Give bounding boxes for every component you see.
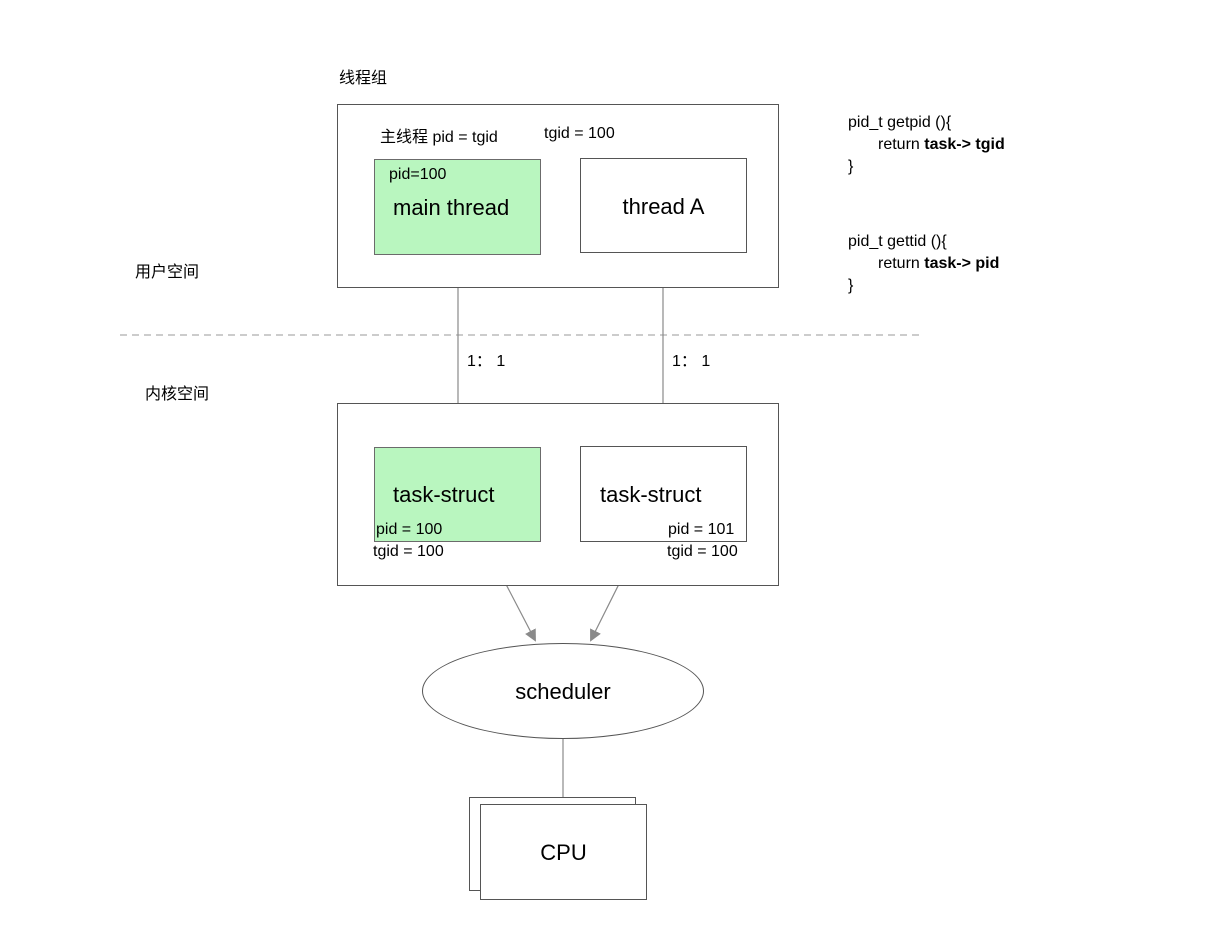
user-space-label: 用户空间 bbox=[135, 264, 200, 281]
thread-group-label: 线程组 bbox=[339, 70, 388, 87]
task-struct-left-box: task-struct pid = 100 bbox=[374, 447, 541, 542]
getpid-line-2: return task-> tgid bbox=[848, 134, 1005, 156]
getpid-return-value: task-> tgid bbox=[924, 136, 1005, 153]
cpu-title: CPU bbox=[540, 840, 587, 865]
task-struct-right-title: task-struct bbox=[600, 482, 702, 507]
getpid-return-keyword: return bbox=[878, 136, 925, 153]
task-struct-right-pid: pid = 101 bbox=[668, 521, 735, 538]
main-thread-pid: pid=100 bbox=[389, 166, 447, 183]
task-struct-left-title: task-struct bbox=[393, 482, 495, 507]
tgid-note: tgid = 100 bbox=[544, 125, 615, 142]
gettid-return-value: task-> pid bbox=[924, 255, 1000, 272]
task-struct-left-pid: pid = 100 bbox=[376, 521, 443, 538]
getpid-line-3: } bbox=[848, 158, 854, 175]
cpu-front-box: CPU bbox=[480, 804, 647, 900]
left-mapping-ratio: 1： 1 bbox=[467, 353, 506, 370]
gettid-line-1: pid_t gettid (){ bbox=[848, 233, 947, 250]
main-thread-title: main thread bbox=[393, 195, 510, 220]
main-thread-box: pid=100 main thread bbox=[374, 159, 541, 255]
main-thread-note: 主线程 pid = tgid bbox=[380, 129, 498, 146]
thread-a-box: thread A bbox=[580, 158, 747, 253]
gettid-line-3: } bbox=[848, 277, 854, 294]
kernel-space-label: 内核空间 bbox=[145, 386, 210, 403]
gettid-line-2: return task-> pid bbox=[848, 253, 999, 275]
task-struct-right-tgid: tgid = 100 bbox=[667, 543, 738, 560]
thread-a-title: thread A bbox=[622, 194, 705, 219]
scheduler-ellipse: scheduler bbox=[422, 643, 704, 739]
getpid-code: pid_t getpid (){ return task-> tgid } bbox=[848, 112, 1005, 178]
task-struct-right-box: task-struct pid = 101 bbox=[580, 446, 747, 542]
gettid-return-keyword: return bbox=[878, 255, 925, 272]
scheduler-title: scheduler bbox=[515, 679, 611, 704]
gettid-code: pid_t gettid (){ return task-> pid } bbox=[848, 231, 999, 297]
task-struct-left-tgid: tgid = 100 bbox=[373, 543, 444, 560]
right-mapping-ratio: 1： 1 bbox=[672, 353, 711, 370]
getpid-line-1: pid_t getpid (){ bbox=[848, 114, 952, 131]
